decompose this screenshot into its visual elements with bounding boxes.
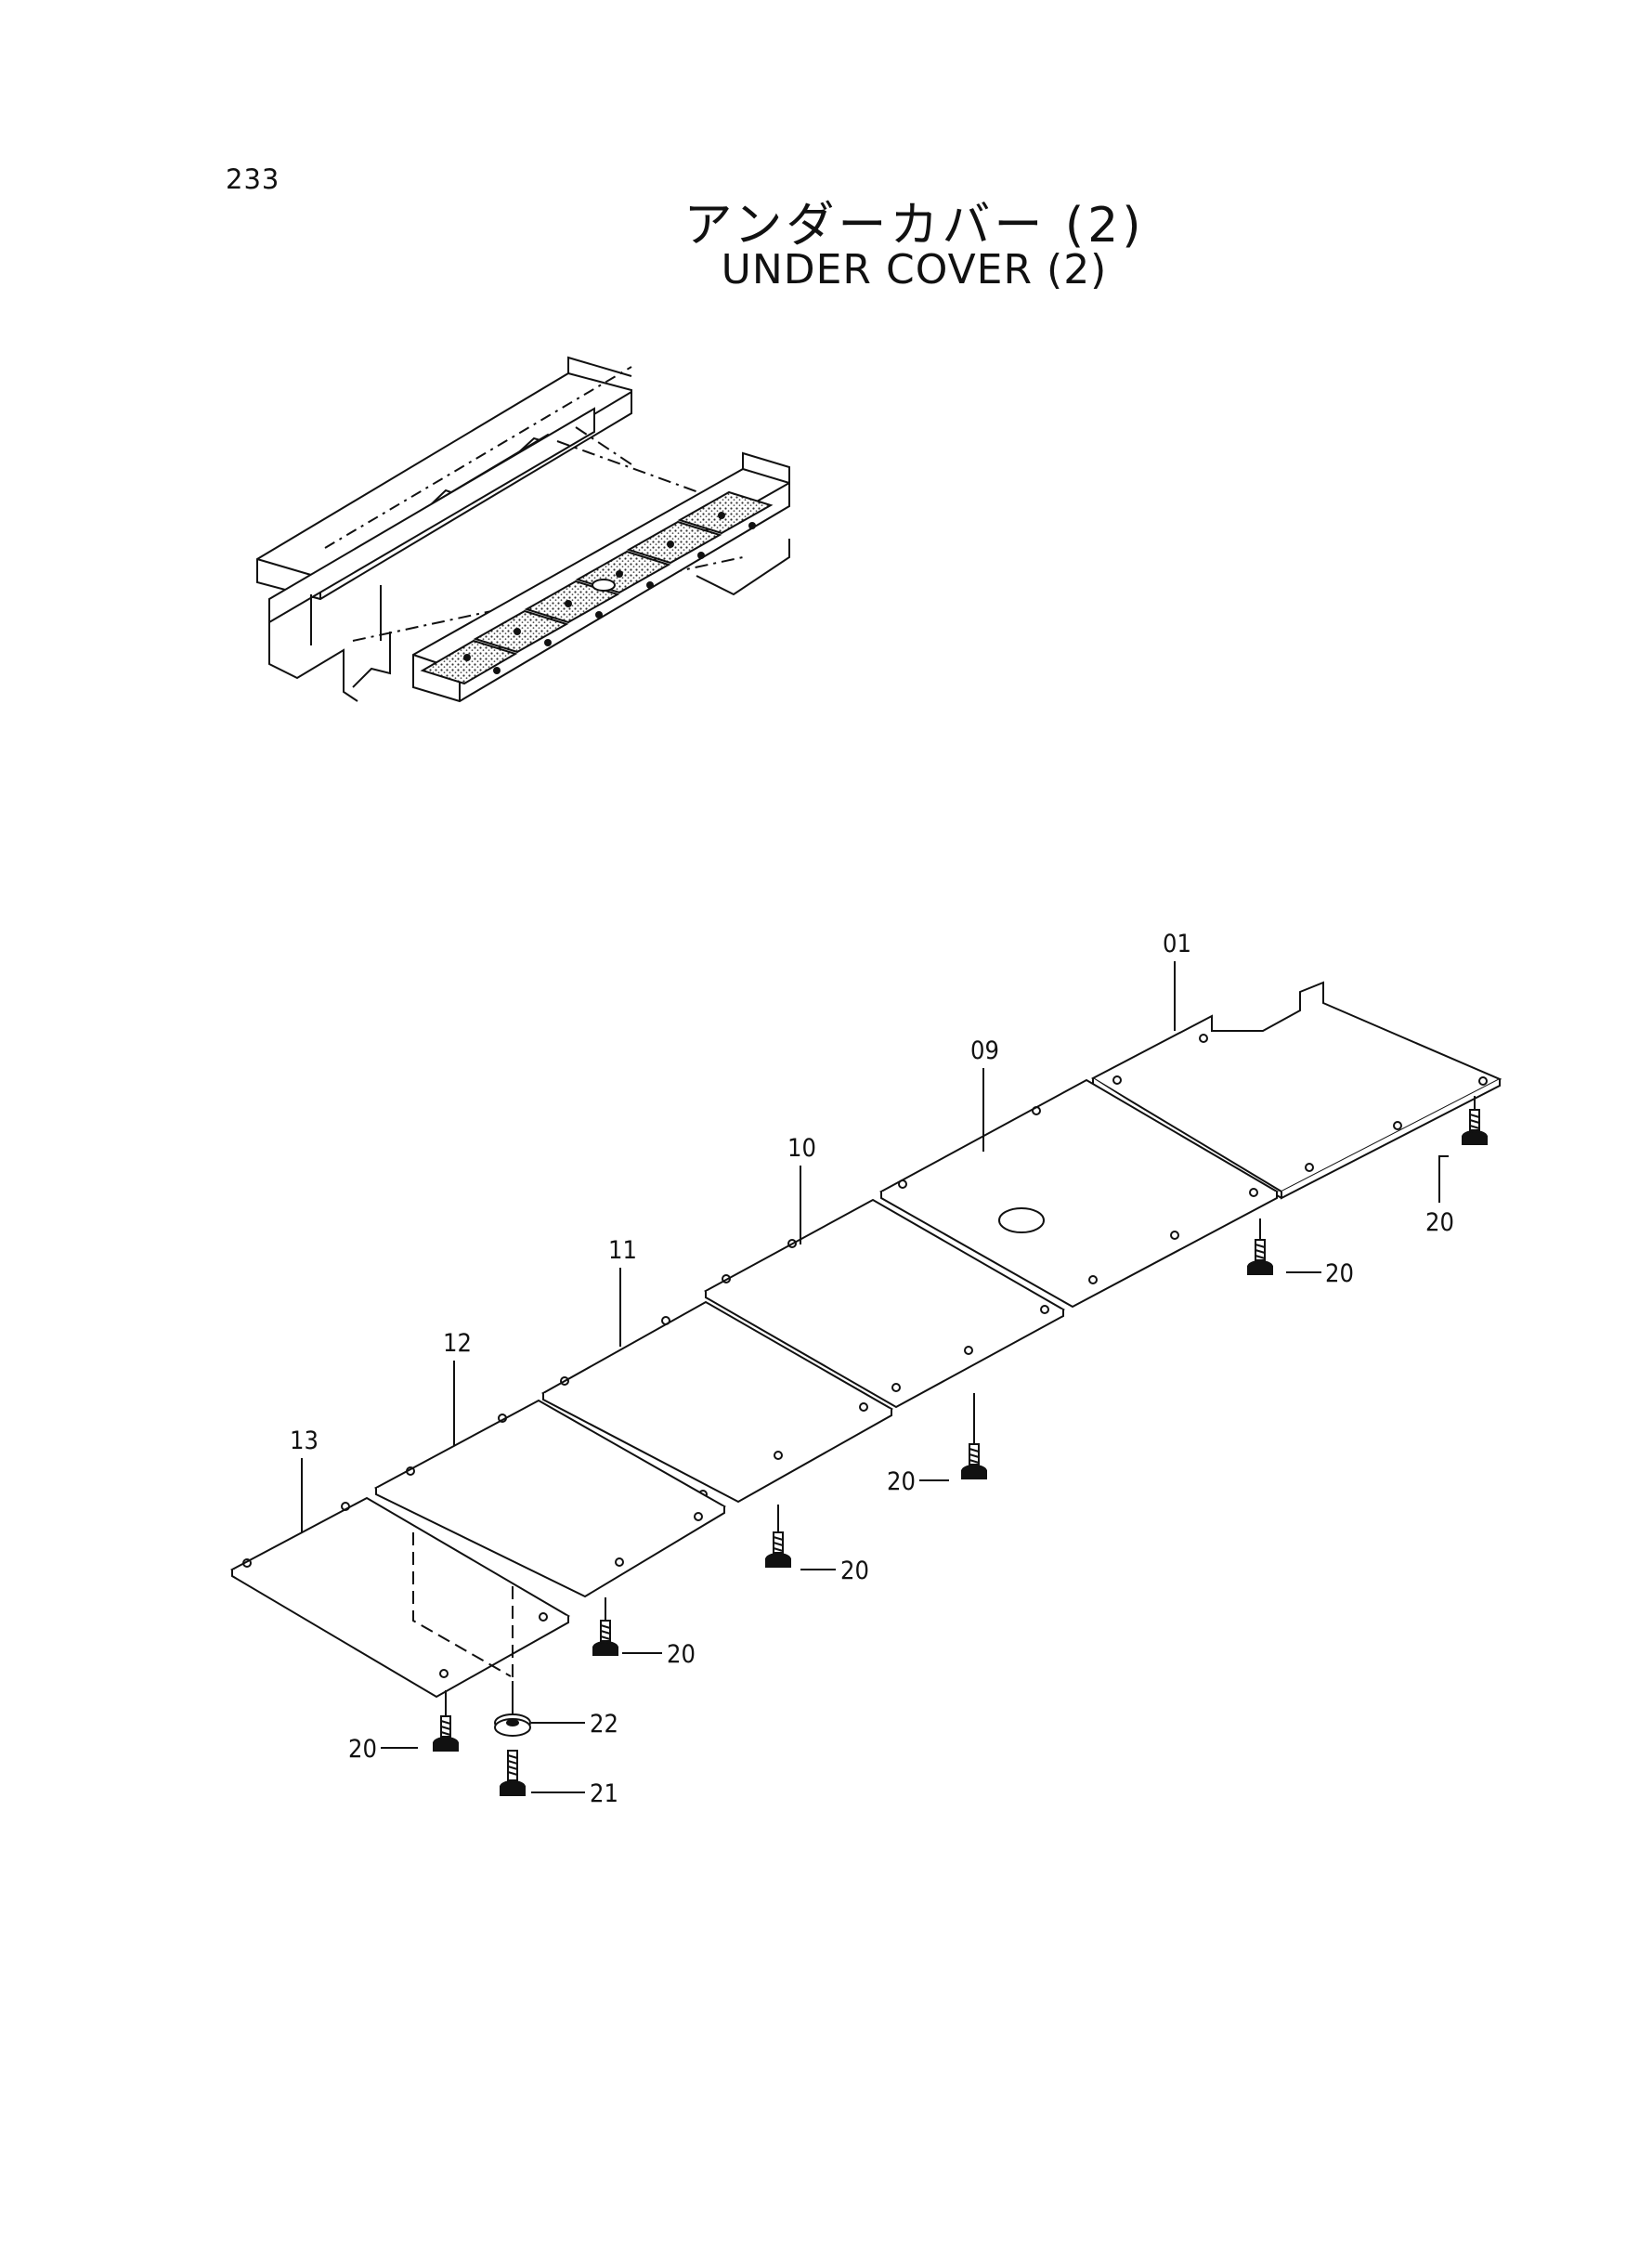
bolt-20-icon <box>433 1715 459 1752</box>
bolt-20-icon <box>961 1443 987 1479</box>
cover-panels <box>229 981 1502 1699</box>
panel-12 <box>373 1399 726 1610</box>
panel-11 <box>540 1300 894 1504</box>
callout-20: 20 <box>1425 1208 1454 1237</box>
title-japanese: アンダーカバー (2) <box>683 198 1145 254</box>
callout-20: 20 <box>667 1640 696 1669</box>
callout-21: 21 <box>590 1779 618 1808</box>
title-english: UNDER COVER (2) <box>721 246 1108 293</box>
callout-20: 20 <box>348 1735 377 1764</box>
callout-20: 20 <box>887 1467 916 1496</box>
callout-13: 13 <box>290 1427 319 1455</box>
panel-10 <box>703 1198 1066 1409</box>
panel-13 <box>229 1496 571 1699</box>
callout-09: 09 <box>970 1036 999 1065</box>
overview-thumbnail <box>256 356 790 703</box>
page-number: 233 <box>226 163 280 195</box>
callout-20: 20 <box>1325 1259 1354 1288</box>
panel-09 <box>878 1078 1280 1309</box>
bolt-20-icon <box>1462 1109 1488 1145</box>
washer-22-icon <box>494 1713 531 1737</box>
callout-10: 10 <box>787 1134 816 1163</box>
callout-12: 12 <box>443 1329 472 1358</box>
callout-22: 22 <box>590 1710 618 1739</box>
callout-01: 01 <box>1163 930 1191 958</box>
bolts <box>433 1109 1488 1796</box>
callouts: 01 09 10 11 12 13 20 20 20 20 20 20 22 2… <box>290 930 1454 1808</box>
bolt-20-icon <box>1247 1239 1273 1275</box>
bolt-20-icon <box>765 1531 791 1568</box>
bolt-21-icon <box>500 1750 526 1796</box>
callout-11: 11 <box>608 1236 637 1265</box>
bolt-20-icon <box>592 1620 618 1656</box>
callout-20: 20 <box>840 1557 869 1585</box>
